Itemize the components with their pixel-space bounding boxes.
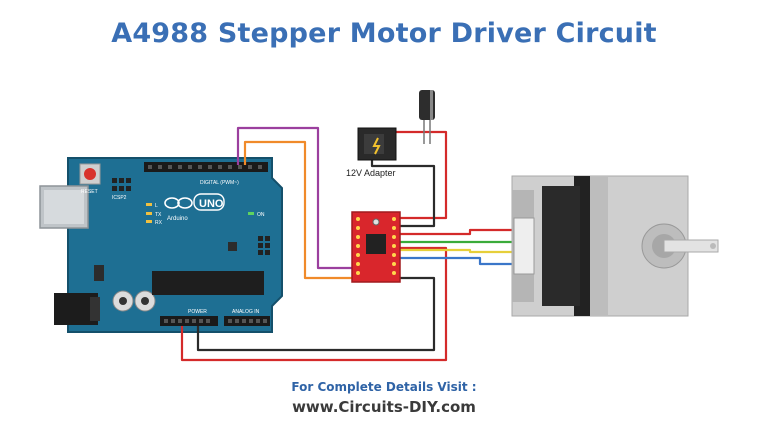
- digital-header: [144, 162, 268, 172]
- wire-motor-yellow: [398, 248, 520, 254]
- rx-label: RX: [155, 220, 163, 226]
- motor-shaft: [663, 239, 719, 253]
- footer-url[interactable]: www.Circuits-DIY.com: [292, 398, 476, 416]
- atmega-chip: [152, 271, 264, 295]
- wire-purple: [236, 126, 356, 270]
- wire-orange: [243, 140, 356, 280]
- tx-label: TX: [155, 212, 162, 218]
- l-label: L: [155, 203, 158, 209]
- wire-red-5v: [180, 246, 448, 362]
- arduino-logo: Arduino: [164, 197, 193, 222]
- electrolytic-capacitor: [419, 90, 435, 120]
- digital-label: DIGITAL (PWM~): [200, 180, 239, 186]
- uno-badge: [193, 193, 225, 211]
- wire-red-vmot: [386, 130, 448, 220]
- uno-label: UNO: [199, 198, 224, 210]
- reset-label: RESET: [81, 189, 98, 195]
- icsp2-label: ICSP2: [112, 195, 127, 201]
- power-label: POWER: [188, 309, 207, 315]
- analog-label: ANALOG IN: [232, 309, 260, 315]
- dc-adapter-jack: [357, 127, 397, 161]
- driver-chip: [366, 234, 386, 254]
- power-bolt-icon: [372, 137, 381, 155]
- wire-black-gnd: [196, 276, 436, 352]
- wire-motor-red: [398, 228, 520, 236]
- stepper-motor: [511, 175, 719, 317]
- wire-black-adapter: [370, 160, 436, 228]
- arduino-brand: Arduino: [167, 216, 188, 222]
- analog-header: [224, 316, 270, 326]
- adapter-label: 12V Adapter: [346, 168, 396, 178]
- potentiometer: [372, 218, 380, 226]
- a4988-driver: [351, 211, 401, 283]
- arduino-uno-board: RESET ICSP2 DIGITAL (PWM~) L TX RX Ardui…: [39, 157, 283, 333]
- page-title: A4988 Stepper Motor Driver Circuit: [111, 18, 657, 49]
- on-label: ON: [257, 212, 265, 218]
- footer-label: For Complete Details Visit :: [291, 380, 477, 394]
- motor-connector: [513, 217, 535, 275]
- wire-motor-blue: [398, 256, 520, 266]
